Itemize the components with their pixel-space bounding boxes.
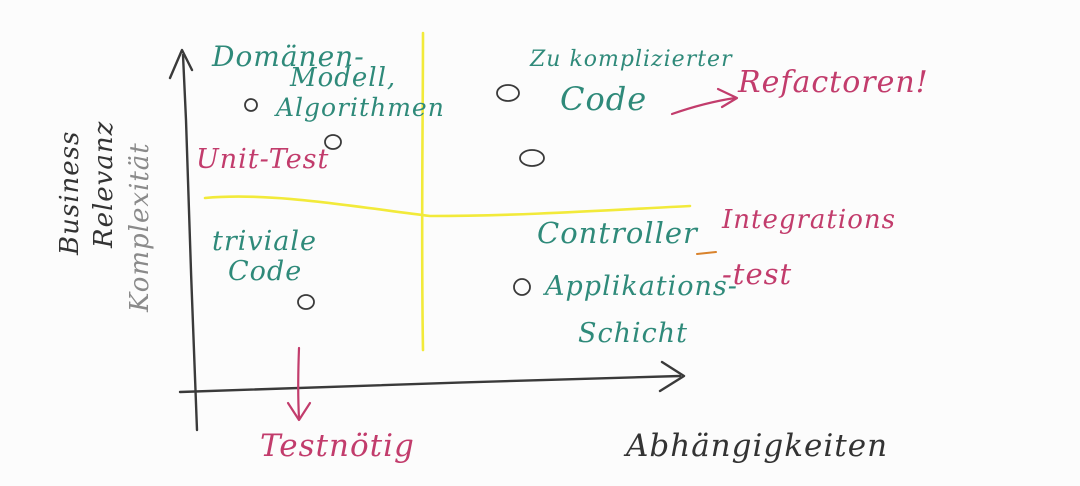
sample-circle: [496, 84, 520, 102]
y-axis-label-line-2: Relevanz: [89, 121, 119, 249]
vertical-divider: [420, 31, 425, 352]
refactor-arrow: [670, 96, 737, 116]
horizontal-divider: [203, 195, 692, 218]
y-axis-arrowhead: [168, 48, 194, 80]
x-axis-label: Abhängigkeiten: [623, 428, 888, 464]
integration-dash: [696, 251, 717, 255]
sample-circle: [519, 149, 545, 167]
y-axis-label-line-1: Business: [55, 131, 85, 256]
test-arrow: [297, 346, 301, 420]
x-axis-arrowhead: [658, 360, 686, 393]
trivial-code-line-1: triviale: [212, 226, 317, 257]
integration-note-line-2: -test: [722, 257, 792, 291]
domain-model-line-2: Modell,: [289, 63, 396, 93]
y-axis-line: [181, 53, 199, 432]
complex-code-line-2: Code: [560, 80, 647, 118]
y-axis-label-sub: Komplexität: [125, 142, 155, 313]
domain-model-line-3: Algorithmen: [274, 93, 445, 122]
refactor-arrowhead: [716, 87, 739, 109]
unit-test-note: Unit-Test: [196, 144, 329, 175]
complex-code-line-1: Zu komplizierter: [529, 47, 733, 72]
sample-circle: [244, 98, 258, 112]
integration-note-line-1: Integrations: [721, 205, 896, 235]
sample-circle: [324, 134, 342, 150]
sample-circle: [297, 294, 315, 310]
x-axis-line: [178, 374, 682, 394]
controller-line-1: Controller: [537, 216, 699, 250]
test-arrowhead: [286, 401, 312, 422]
trivial-code-line-2: Code: [228, 256, 302, 287]
sample-circle: [513, 278, 531, 296]
domain-model-line-1: Domänen-: [211, 40, 365, 73]
refactor-note: Refactoren!: [737, 65, 929, 100]
controller-line-3: Schicht: [578, 318, 688, 349]
test-needed-note: Testnötig: [260, 428, 415, 464]
controller-line-2: Applikations-: [542, 271, 738, 302]
